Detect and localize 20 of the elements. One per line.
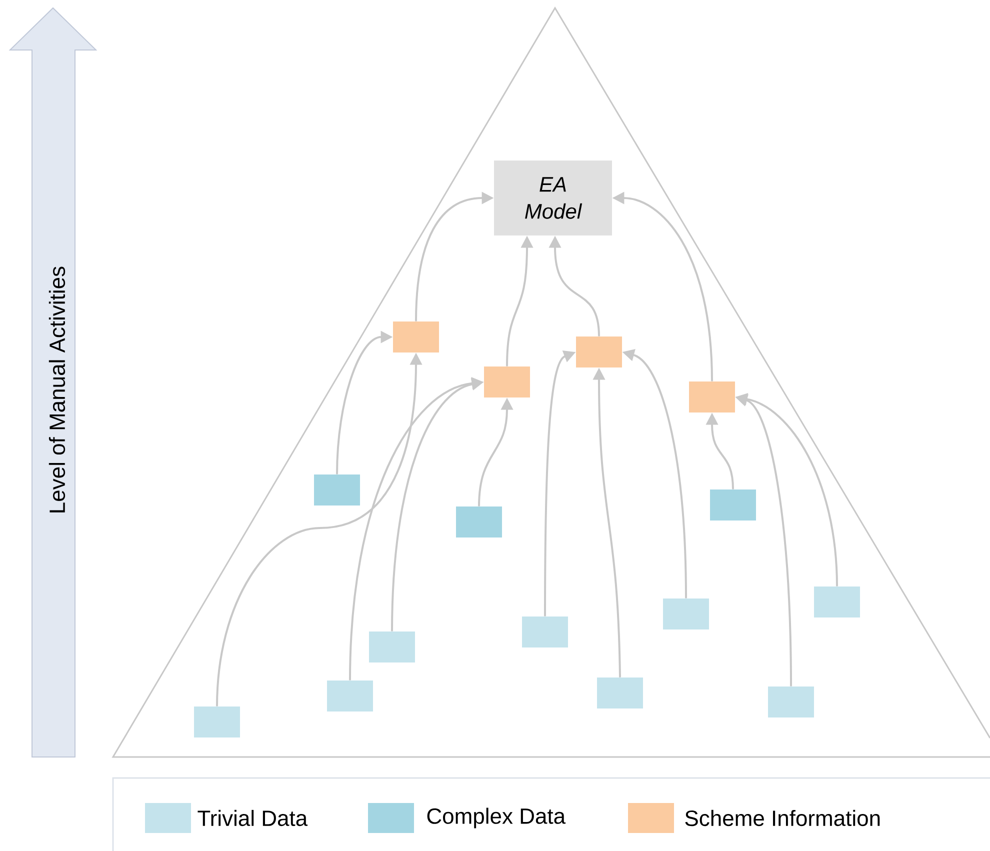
data-box [314, 474, 360, 506]
data-box [814, 586, 860, 618]
legend-label: Scheme Information [685, 810, 880, 826]
data-box [522, 616, 568, 648]
legend-label: Complex Data [427, 808, 566, 828]
axis-label: Level of Manual Activities [48, 266, 66, 512]
scheme-box [393, 322, 439, 352]
scheme-box [576, 336, 622, 368]
scheme-box [689, 382, 735, 412]
legend-label: Trivial Data [198, 810, 308, 826]
data-box [597, 678, 643, 708]
data-box [194, 706, 240, 738]
data-box [710, 490, 756, 520]
data-box [327, 680, 373, 712]
scheme-box [484, 366, 530, 398]
model-box: EA Model [494, 160, 612, 236]
data-box [369, 632, 415, 662]
data-box [768, 686, 814, 718]
data-box [456, 506, 502, 538]
data-box [663, 598, 709, 630]
